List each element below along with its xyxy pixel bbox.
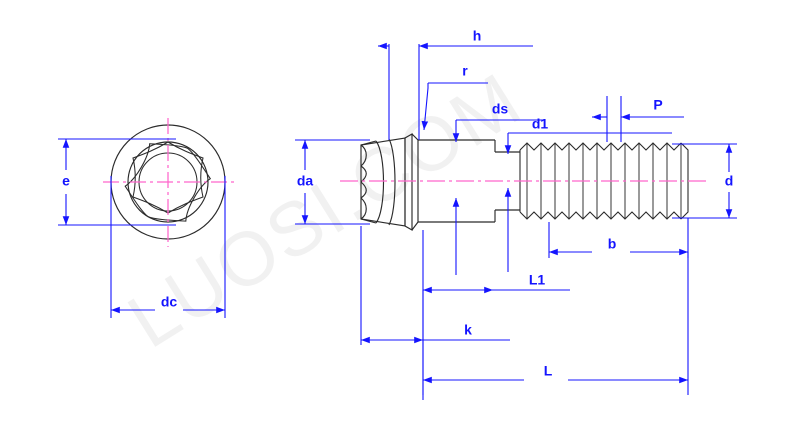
dimension-L (422, 252, 689, 395)
head-chamfer-top (360, 140, 377, 146)
dimension-label-d: d (725, 173, 734, 189)
head-flute-4 (360, 197, 367, 220)
dimension-da (295, 139, 370, 225)
head-chamfer-bottom (360, 218, 377, 224)
dimension-label-P: P (653, 97, 662, 113)
watermark-group: LUOSI.COM (114, 57, 536, 365)
thread-crest-line-bottom (519, 211, 682, 220)
flange-profile (404, 133, 419, 231)
dimension-P (592, 96, 684, 142)
twelve-point-lobe-b (124, 143, 212, 222)
head-lobe-edge-1 (375, 140, 385, 224)
head-front-view: e dc (58, 118, 234, 318)
dimension-label-d1: d1 (532, 116, 549, 132)
dimension-label-L1: L1 (529, 272, 546, 288)
dimension-label-e: e (62, 173, 70, 189)
dimension-ds (452, 119, 545, 275)
dimension-label-L: L (544, 363, 553, 379)
head-flute-1 (360, 144, 367, 167)
dimension-label-k: k (464, 322, 472, 338)
dimension-k (360, 226, 510, 345)
front-view-centerlines (103, 118, 234, 247)
watermark-text: LUOSI.COM (114, 57, 536, 365)
dimension-label-r: r (462, 63, 468, 79)
dimension-label-b: b (608, 236, 617, 252)
head-flute-3 (360, 181, 367, 199)
dimension-dc (110, 176, 226, 318)
dimension-e (58, 138, 176, 226)
dimension-r (421, 82, 488, 131)
dimension-d1 (504, 132, 672, 272)
dimension-label-dc: dc (161, 294, 178, 310)
flange-taper (411, 133, 419, 231)
head-lobe-edge-2 (388, 138, 396, 226)
dimension-d (672, 143, 737, 219)
dimension-label-h: h (473, 28, 482, 44)
leader-line-r-pointer (421, 83, 429, 131)
dimension-label-da: da (297, 173, 314, 189)
thread-crest-line-top (519, 142, 682, 151)
bolt-side-view: da h r ds (295, 28, 737, 400)
dimension-label-ds: ds (492, 101, 509, 117)
dimension-h (378, 42, 533, 140)
dimension-b (548, 218, 689, 258)
